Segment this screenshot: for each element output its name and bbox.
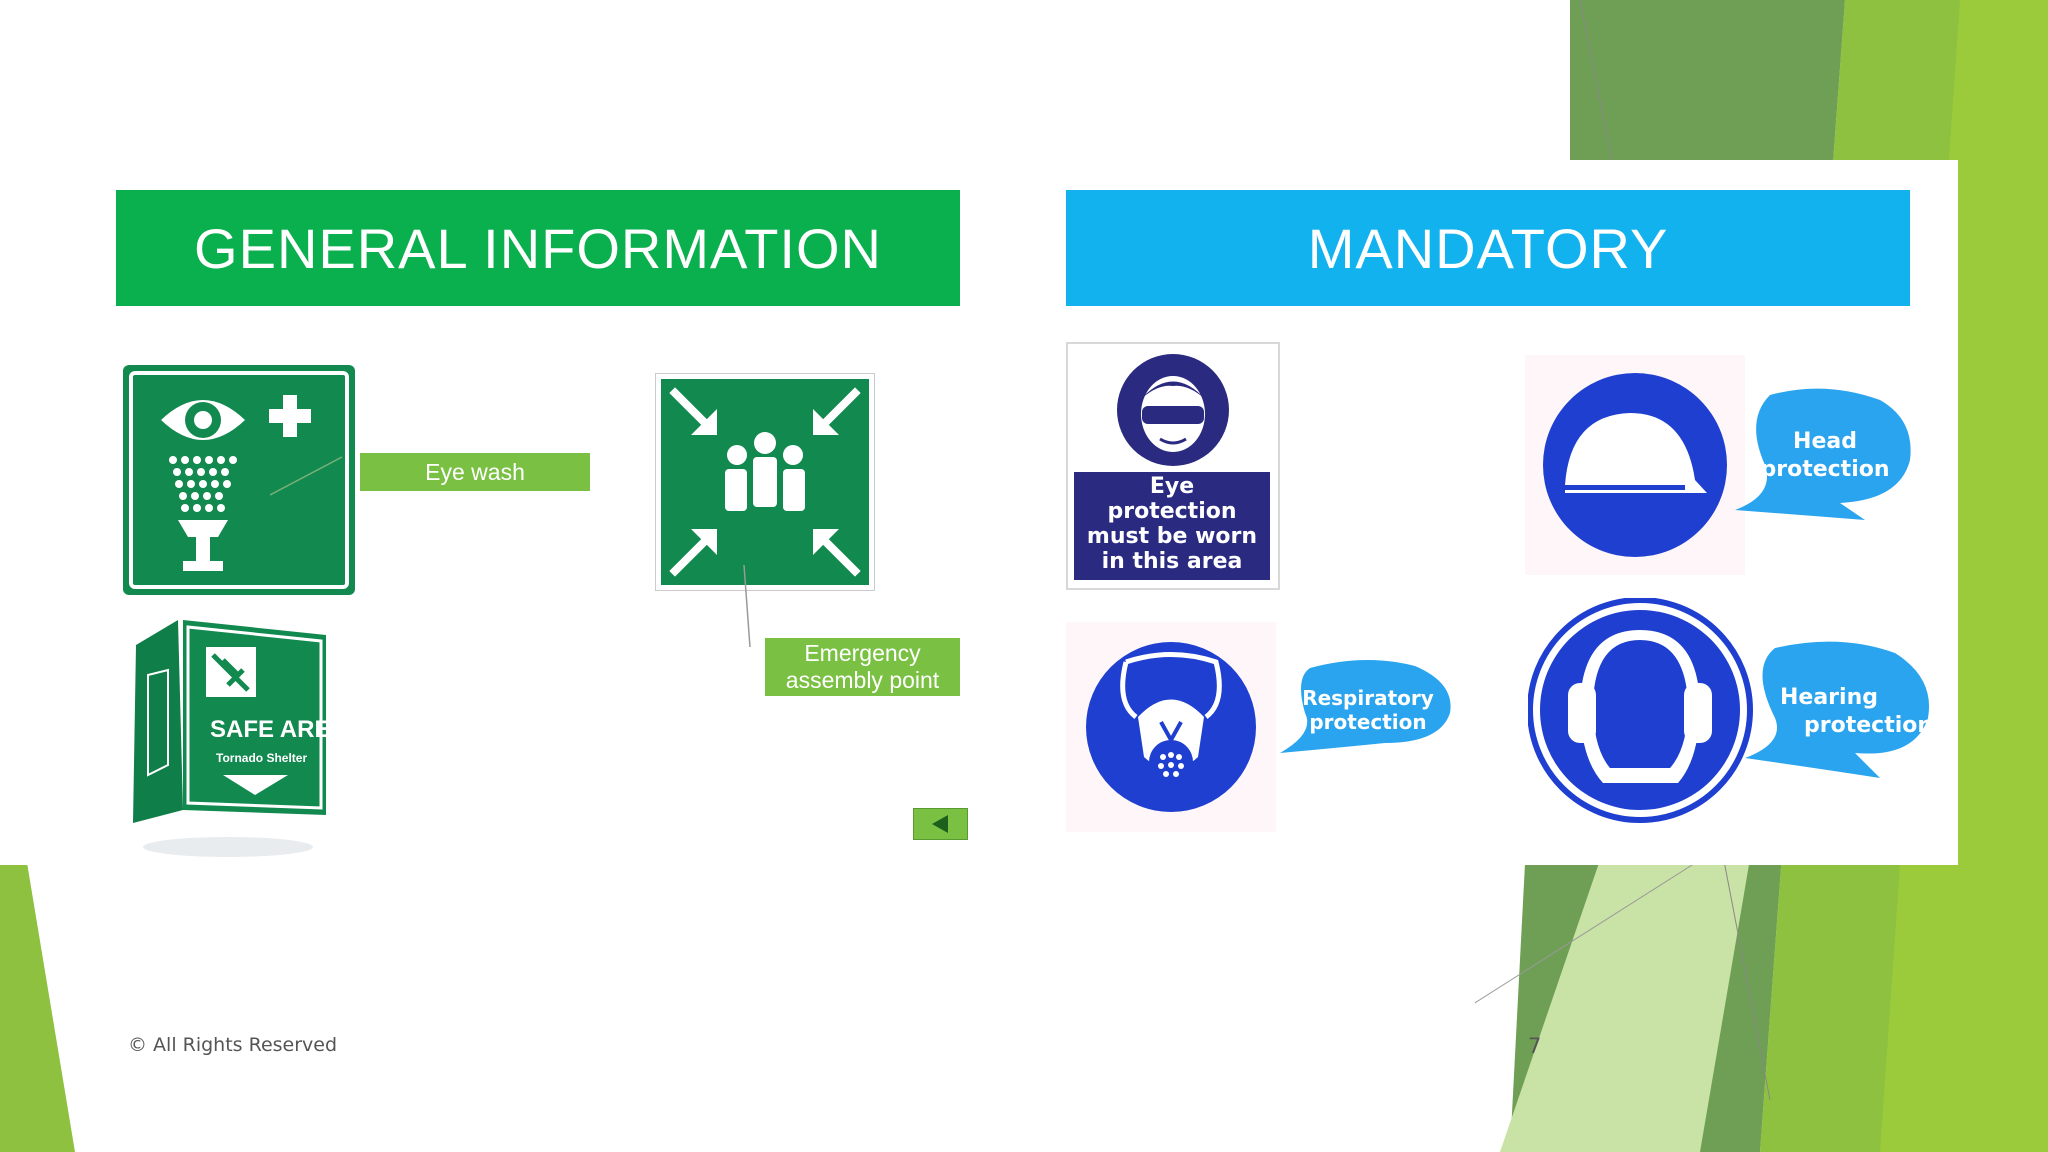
eye-protection-icon — [1117, 354, 1229, 466]
respiratory-protection-label: Respiratory protection — [1302, 686, 1434, 734]
hearing-protection-icon — [1528, 598, 1753, 823]
head-protection-bubble — [1735, 388, 1911, 520]
eye-wash-label: Eye wash — [360, 453, 590, 491]
mandatory-title: MANDATORY — [1307, 216, 1669, 280]
page-number: 7 — [1528, 1034, 1542, 1058]
safe-area-text: SAFE AREA — [210, 716, 328, 743]
content-panel-bottom — [75, 865, 1475, 1152]
general-information-title: GENERAL INFORMATION — [194, 216, 882, 280]
back-button[interactable] — [913, 808, 968, 840]
head-protection-label: Head protection — [1760, 429, 1890, 482]
mandatory-banner: MANDATORY — [1066, 190, 1910, 306]
content-panel-top — [0, 0, 1570, 160]
respiratory-protection-bubble — [1280, 659, 1451, 753]
safe-area-sign-icon: SAFE AREA Tornado Shelter — [133, 620, 328, 857]
eye-wash-connector — [270, 456, 343, 496]
respiratory-protection-icon — [1066, 622, 1276, 832]
assembly-point-label: Emergency assembly point — [765, 638, 960, 696]
eye-protection-sign: Eye protection must be worn in this area — [1066, 342, 1280, 590]
eye-wash-icon — [123, 365, 355, 595]
hearing-protection-bubble — [1745, 641, 1930, 778]
hearing-protection-label: Hearing protection — [1780, 685, 1934, 738]
assembly-connector — [743, 565, 751, 648]
assembly-point-icon — [655, 373, 875, 591]
copyright-footer: © All Rights Reserved — [128, 1034, 338, 1056]
head-protection-icon — [1525, 355, 1745, 575]
general-information-banner: GENERAL INFORMATION — [116, 190, 960, 306]
safe-area-subtext: Tornado Shelter — [216, 751, 307, 765]
back-arrow-icon — [932, 815, 948, 833]
eye-protection-panel: Eye protection must be worn in this area — [1074, 472, 1270, 580]
